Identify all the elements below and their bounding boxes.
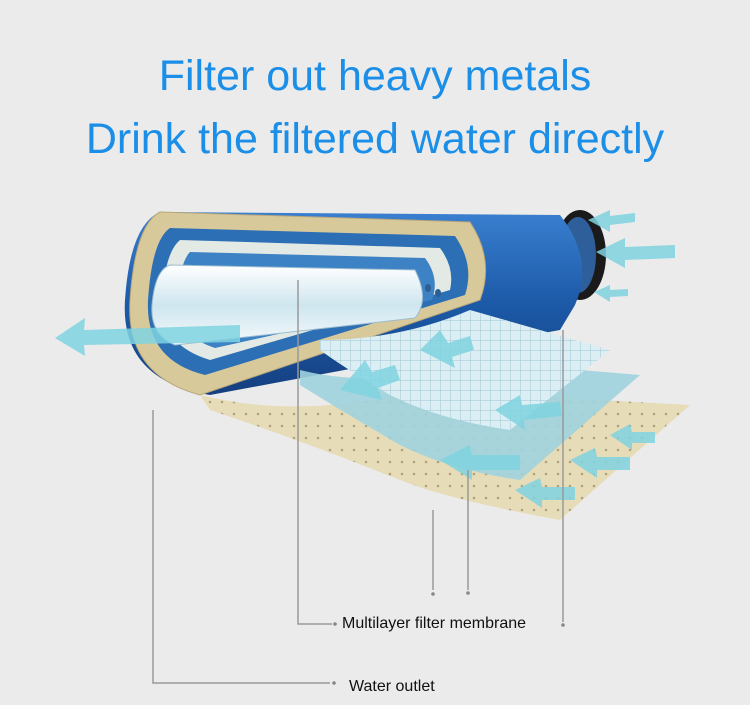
flow-arrow-icon bbox=[570, 448, 630, 478]
flow-arrow-icon bbox=[440, 445, 520, 480]
headline-line-1: Filter out heavy metals bbox=[158, 52, 592, 100]
inlet-arrow-icon bbox=[596, 238, 675, 268]
flow-arrow-icon bbox=[340, 360, 400, 400]
flow-arrow-icon bbox=[515, 478, 575, 508]
membrane-label: Multilayer filter membrane bbox=[342, 615, 527, 632]
headline-line-2: Drink the filtered water directly bbox=[85, 115, 665, 163]
flow-arrow-icon bbox=[420, 330, 474, 368]
flow-arrow-icon bbox=[495, 395, 562, 430]
flow-arrow-icon bbox=[610, 424, 655, 450]
inlet-arrow-icon bbox=[588, 210, 635, 232]
outlet-arrow-icon bbox=[55, 318, 240, 356]
water-flow-arrows bbox=[55, 210, 675, 508]
outlet-label: Water outlet bbox=[349, 678, 435, 695]
leader-lines bbox=[152, 280, 564, 684]
inlet-arrow-icon bbox=[594, 285, 628, 302]
